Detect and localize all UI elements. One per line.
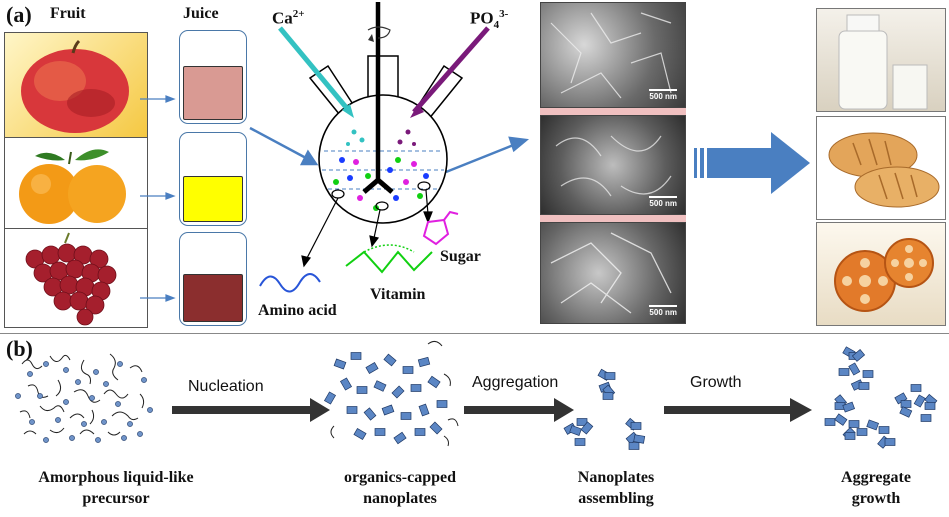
grape-juice-jar: [179, 232, 247, 326]
grape-image: [4, 228, 148, 328]
amino-acid-label: Amino acid: [258, 302, 337, 319]
orange-image: [4, 137, 148, 229]
panel-divider: [0, 333, 949, 334]
step-aggregation: Aggregation: [472, 374, 559, 391]
sem-image-1: 500 nm: [540, 2, 686, 108]
orange-juice-jar: [179, 132, 247, 226]
juice-header: Juice: [183, 5, 219, 22]
sem-image-2: 500 nm: [540, 115, 686, 215]
precursor-dots: [15, 361, 153, 443]
sem-scale-3: 500 nm: [649, 305, 677, 317]
sem-image-3: 500 nm: [540, 222, 686, 324]
sem-scale-2: 500 nm: [649, 196, 677, 208]
panel-b-label: (b): [6, 336, 33, 361]
sem-scale-1: 500 nm: [649, 89, 677, 101]
orange-juice: [183, 176, 243, 222]
sugar-label: Sugar: [440, 248, 481, 265]
precursor-chains: [19, 353, 145, 436]
reactor-flask: [259, 2, 490, 293]
apple-image: [4, 32, 148, 138]
aggregate-cluster: [824, 346, 938, 449]
nanoplate-clusters: [563, 368, 646, 450]
apple-juice-jar: [179, 30, 247, 124]
calcium-ion-label: Ca2+: [272, 8, 305, 28]
apple-juice: [183, 66, 243, 120]
grape-juice: [183, 274, 243, 322]
step-nucleation: Nucleation: [188, 378, 264, 395]
vitamin-label: Vitamin: [370, 286, 426, 303]
phosphate-ion-label: PO43-: [470, 8, 509, 32]
bread-image: [816, 116, 946, 220]
panel-a-connectors: [140, 95, 530, 302]
sem-separator-2: [540, 215, 686, 222]
sem-separator-1: [540, 108, 686, 115]
nanoplates-cloud: [324, 352, 448, 445]
cookie-image: [816, 222, 946, 326]
milk-image: [816, 8, 946, 112]
panel-b-arrows: [172, 398, 812, 422]
block-arrow: [694, 132, 810, 194]
fruit-header: Fruit: [50, 5, 86, 22]
step-growth: Growth: [690, 374, 742, 391]
panel-b-diagram: [15, 340, 938, 450]
panel-a-label: (a): [6, 2, 32, 27]
